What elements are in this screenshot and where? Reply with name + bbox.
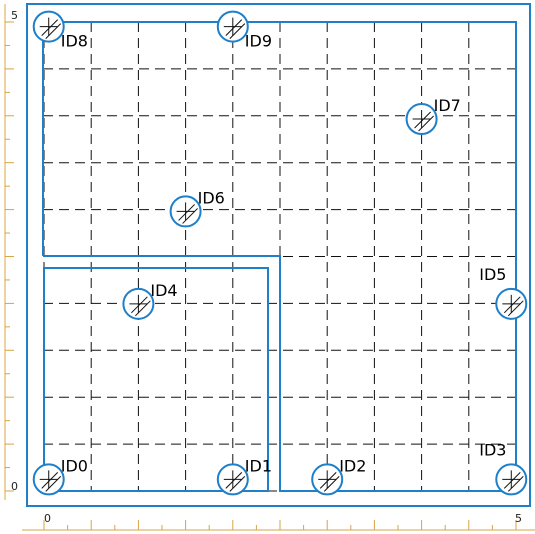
x-tick-5: 5: [515, 512, 522, 525]
hatch-line: [178, 204, 195, 221]
hatch-line: [135, 300, 151, 317]
point-label: ID4: [150, 281, 177, 300]
point-marker-id1: ID1: [216, 456, 272, 496]
point-marker-id2: ID2: [311, 456, 366, 496]
x-tick-0: 0: [44, 512, 51, 525]
point-marker-id7: ID7: [405, 96, 461, 136]
hatch-line: [41, 19, 59, 36]
hatch-line: [41, 472, 59, 489]
point-label: ID0: [61, 456, 88, 475]
outer-frame: [26, 3, 531, 507]
hatch-line: [507, 300, 524, 317]
hatch-line: [182, 208, 198, 224]
left-ruler: [4, 4, 14, 500]
hatch-line: [225, 19, 243, 36]
hatch-line: [503, 472, 521, 489]
bottom-ruler: [22, 520, 535, 531]
hatch-line: [414, 111, 431, 129]
hatch-line: [323, 476, 340, 492]
point-label: ID5: [479, 265, 506, 284]
point-label: ID1: [245, 456, 272, 475]
point-label: ID6: [198, 188, 225, 207]
point-markers: ID0 ID1 ID2 ID3 ID4 ID5 ID6 ID7 ID8 ID9: [32, 10, 528, 496]
hatch-line: [319, 472, 337, 489]
point-label: ID9: [245, 32, 272, 51]
hatch-line: [418, 115, 434, 132]
point-label: ID3: [479, 440, 506, 459]
point-marker-id5: ID5: [479, 265, 528, 320]
hatch-line: [225, 472, 243, 489]
point-marker-id8: ID8: [32, 10, 88, 51]
point-marker-id6: ID6: [169, 188, 225, 228]
point-marker-id0: ID0: [32, 456, 88, 496]
hatch-line: [503, 296, 521, 314]
hatch-line: [229, 476, 246, 492]
y-tick-0: 0: [11, 480, 18, 493]
hatch-line: [229, 23, 246, 39]
point-label: ID2: [339, 456, 366, 475]
point-marker-id9: ID9: [216, 10, 272, 51]
point-label: ID8: [61, 32, 88, 51]
hatch-line: [45, 476, 62, 492]
hatch-line: [45, 23, 62, 39]
point-marker-id3: ID3: [479, 440, 528, 496]
hatch-line: [131, 296, 148, 314]
point-marker-id4: ID4: [122, 281, 178, 320]
point-label: ID7: [434, 96, 461, 115]
hatch-line: [507, 476, 524, 492]
y-tick-5: 5: [11, 9, 18, 22]
small-region-outline: [43, 267, 269, 492]
